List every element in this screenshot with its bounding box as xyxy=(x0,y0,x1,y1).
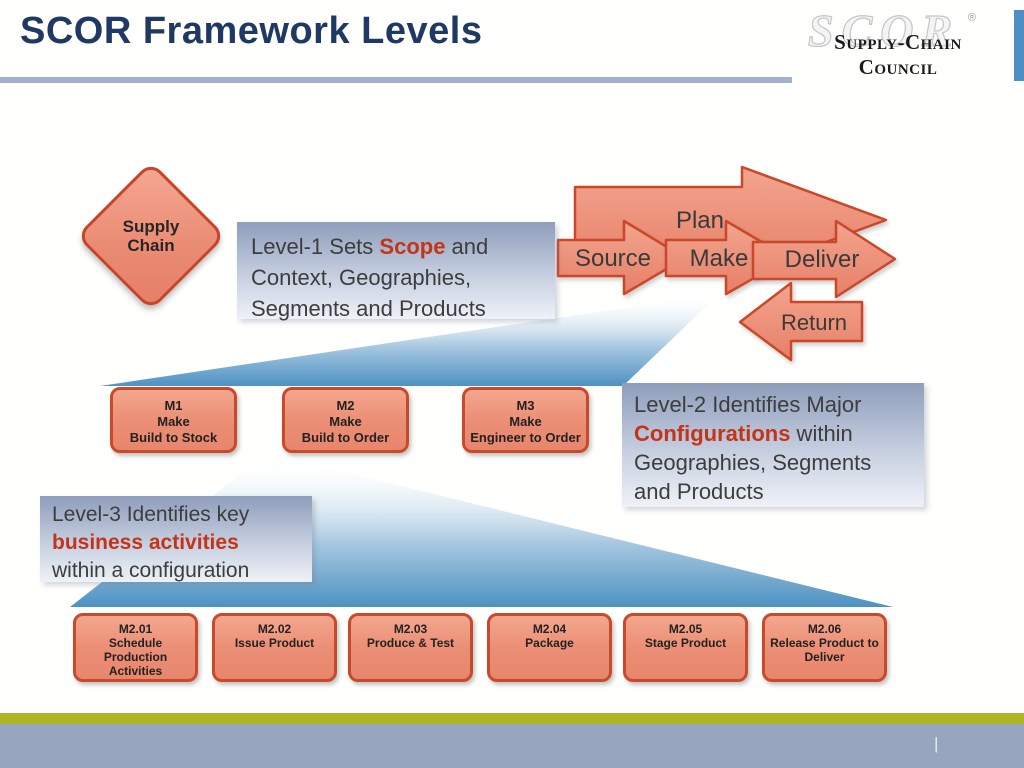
zoom-wedge-level1-to-2 xyxy=(100,297,716,386)
level1-caption-line2: Context, Geographies, xyxy=(251,265,472,290)
plan-arrow-label: Plan xyxy=(676,207,724,234)
source-arrow xyxy=(556,219,687,296)
scor-watermark: SCOR xyxy=(807,4,961,56)
deliver-arrow-label: Deliver xyxy=(785,246,860,273)
process-box-m2-03: M2.03 Produce & Test xyxy=(348,613,473,682)
level3-caption-line1: Level-3 Identifies key xyxy=(52,503,250,526)
level1-highlight: Scope xyxy=(379,234,446,259)
process-box-m2-06: M2.06 Release Product to Deliver xyxy=(762,613,887,682)
make-arrow-label: Make xyxy=(690,245,749,272)
level3-caption: Level-3 Identifies key business activiti… xyxy=(40,496,312,582)
page-title: SCOR Framework Levels xyxy=(20,10,483,52)
level1-caption: Level-1 Sets Scope and Context, Geograph… xyxy=(237,222,555,321)
footer-marker: | xyxy=(934,734,939,753)
return-arrow xyxy=(738,281,864,362)
source-arrow-label: Source xyxy=(575,245,651,272)
process-box-m2-05: M2.05 Stage Product xyxy=(623,613,748,682)
level2-caption-line4: and Products xyxy=(634,479,764,504)
level2-caption-line3: Geographies, Segments xyxy=(634,450,872,475)
level2-caption-line2: Configurations within xyxy=(634,421,853,446)
scc-logo: SCOR ® Supply-Chain Council xyxy=(802,4,994,79)
process-box-m2-02: M2.02 Issue Product xyxy=(212,613,337,682)
diamond-line1: Supply xyxy=(122,217,180,236)
registered-mark: ® xyxy=(967,12,976,24)
level2-caption: Level-2 Identifies Major Configurations … xyxy=(622,383,924,507)
level1-caption-line3: Segments and Products xyxy=(251,296,486,321)
process-box-m1: M1 Make Build to Stock xyxy=(110,387,237,453)
return-arrow-label: Return xyxy=(781,310,847,335)
process-box-m2: M2 Make Build to Order xyxy=(282,387,409,453)
corner-accent-bar xyxy=(1014,10,1024,81)
level1-caption-line1: Level-1 Sets Scope and xyxy=(251,234,489,259)
process-box-m2-01: M2.01 Schedule Production Activities xyxy=(73,613,198,682)
supply-chain-diamond-label: Supply Chain xyxy=(101,186,201,286)
level2-highlight: Configurations xyxy=(634,421,791,446)
deliver-arrow xyxy=(751,219,897,299)
level3-caption-line3: within a configuration xyxy=(52,559,250,582)
footer-green-bar xyxy=(0,713,1024,724)
process-box-m3: M3 Make Engineer to Order xyxy=(462,387,589,453)
footer-bar xyxy=(0,724,1024,768)
process-box-m2-04: M2.04 Package xyxy=(487,613,612,682)
level3-highlight: business activities xyxy=(52,531,239,554)
diamond-line2: Chain xyxy=(127,236,175,255)
logo-name: Supply-Chain Council xyxy=(834,30,962,79)
title-underline xyxy=(0,77,792,83)
level2-caption-line1: Level-2 Identifies Major xyxy=(634,392,862,417)
